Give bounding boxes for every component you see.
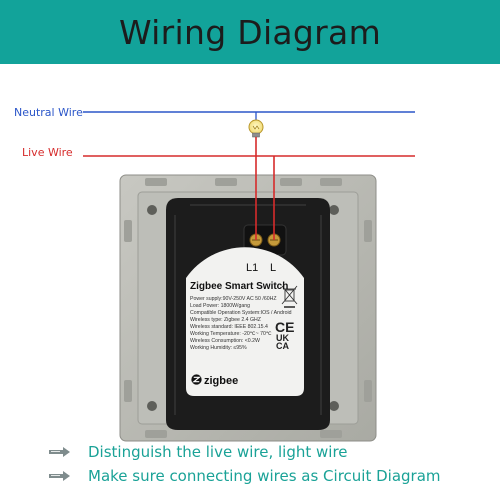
- spec-line: Wireless Consumption: <0.2W: [190, 338, 260, 344]
- double-arrow-icon: [49, 471, 70, 481]
- brand-name: zigbee: [204, 375, 239, 387]
- spec-line: Wireless type: Zigbee 2.4 GHZ: [190, 317, 261, 323]
- double-arrow-icon: [49, 447, 70, 457]
- ce-mark: CE: [275, 319, 295, 335]
- page-title: Wiring Diagram: [118, 12, 382, 52]
- note-item: Make sure connecting wires as Circuit Di…: [48, 467, 441, 485]
- note-text: Distinguish the live wire, light wire: [88, 443, 348, 461]
- frame-tabs: [124, 178, 372, 438]
- spec-line: Load Power: 1800W/gang: [190, 303, 250, 309]
- ukca-mark: UK CA: [276, 333, 289, 351]
- spec-line: Wireless standard: IEEE 802.15.4: [190, 324, 268, 330]
- light-bulb-icon: [248, 119, 264, 138]
- module-ribs: [174, 204, 322, 415]
- product-name: Zigbee Smart Switch: [190, 281, 289, 292]
- neutral-wire-label: Neutral Wire: [14, 106, 83, 119]
- spec-line: Power supply:90V-250V AC 50 /60HZ: [190, 296, 277, 302]
- mounting-holes: [147, 205, 339, 411]
- spec-line: Working Humidity: ≤95%: [190, 345, 247, 351]
- live-wire-label: Live Wire: [22, 146, 73, 159]
- note-item: Distinguish the live wire, light wire: [48, 443, 348, 461]
- zigbee-logo-icon: [191, 374, 202, 385]
- product-label: [186, 247, 304, 396]
- ukca-mark-top: UK: [276, 333, 289, 343]
- note-text: Make sure connecting wires as Circuit Di…: [88, 467, 441, 485]
- terminal-l-label: L: [270, 262, 277, 274]
- weee-icon: [281, 285, 298, 308]
- ukca-mark-bottom: CA: [276, 341, 289, 351]
- title-banner: Wiring Diagram: [0, 0, 500, 64]
- spec-line: Working Temperature: -20℃~ 70℃: [190, 331, 272, 337]
- spec-line: Compatible Operation System:IOS / Androi…: [190, 310, 292, 316]
- terminal-l1-label: L1: [246, 262, 259, 274]
